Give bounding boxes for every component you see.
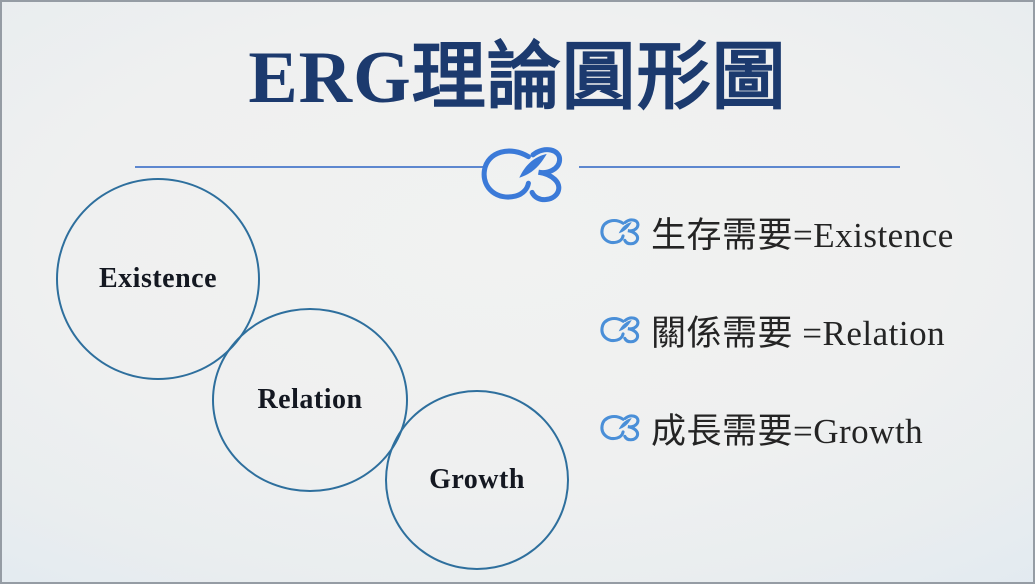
growth-circle-label: Growth [429,464,525,495]
legend-item-text: 關係需要 =Relation [651,313,946,353]
growth-circle: Growth [385,390,569,570]
slide-title: ERG理論圓形圖 [248,37,787,119]
legend-list: 生存需要=Existence 關係需要 =Relation 成長需要=G [599,202,954,496]
legend-item-existence: 生存需要=Existence [599,202,954,262]
legend-item-growth: 成長需要=Growth [599,398,954,458]
legend-item-relation: 關係需要 =Relation [599,300,954,360]
relation-circle: Relation [212,308,408,492]
flourish-cb-ornament-icon [478,145,566,205]
legend-item-text: 成長需要=Growth [651,411,924,451]
flourish-cb-bullet-icon [599,217,641,247]
divider-line-left [135,166,483,168]
legend-item-text: 生存需要=Existence [651,215,954,255]
flourish-cb-bullet-icon [599,315,641,345]
divider-line-right [579,166,900,168]
flourish-cb-bullet-icon [599,413,641,443]
existence-circle: Existence [56,178,260,380]
existence-circle-label: Existence [98,263,218,294]
relation-circle-label: Relation [257,384,363,415]
